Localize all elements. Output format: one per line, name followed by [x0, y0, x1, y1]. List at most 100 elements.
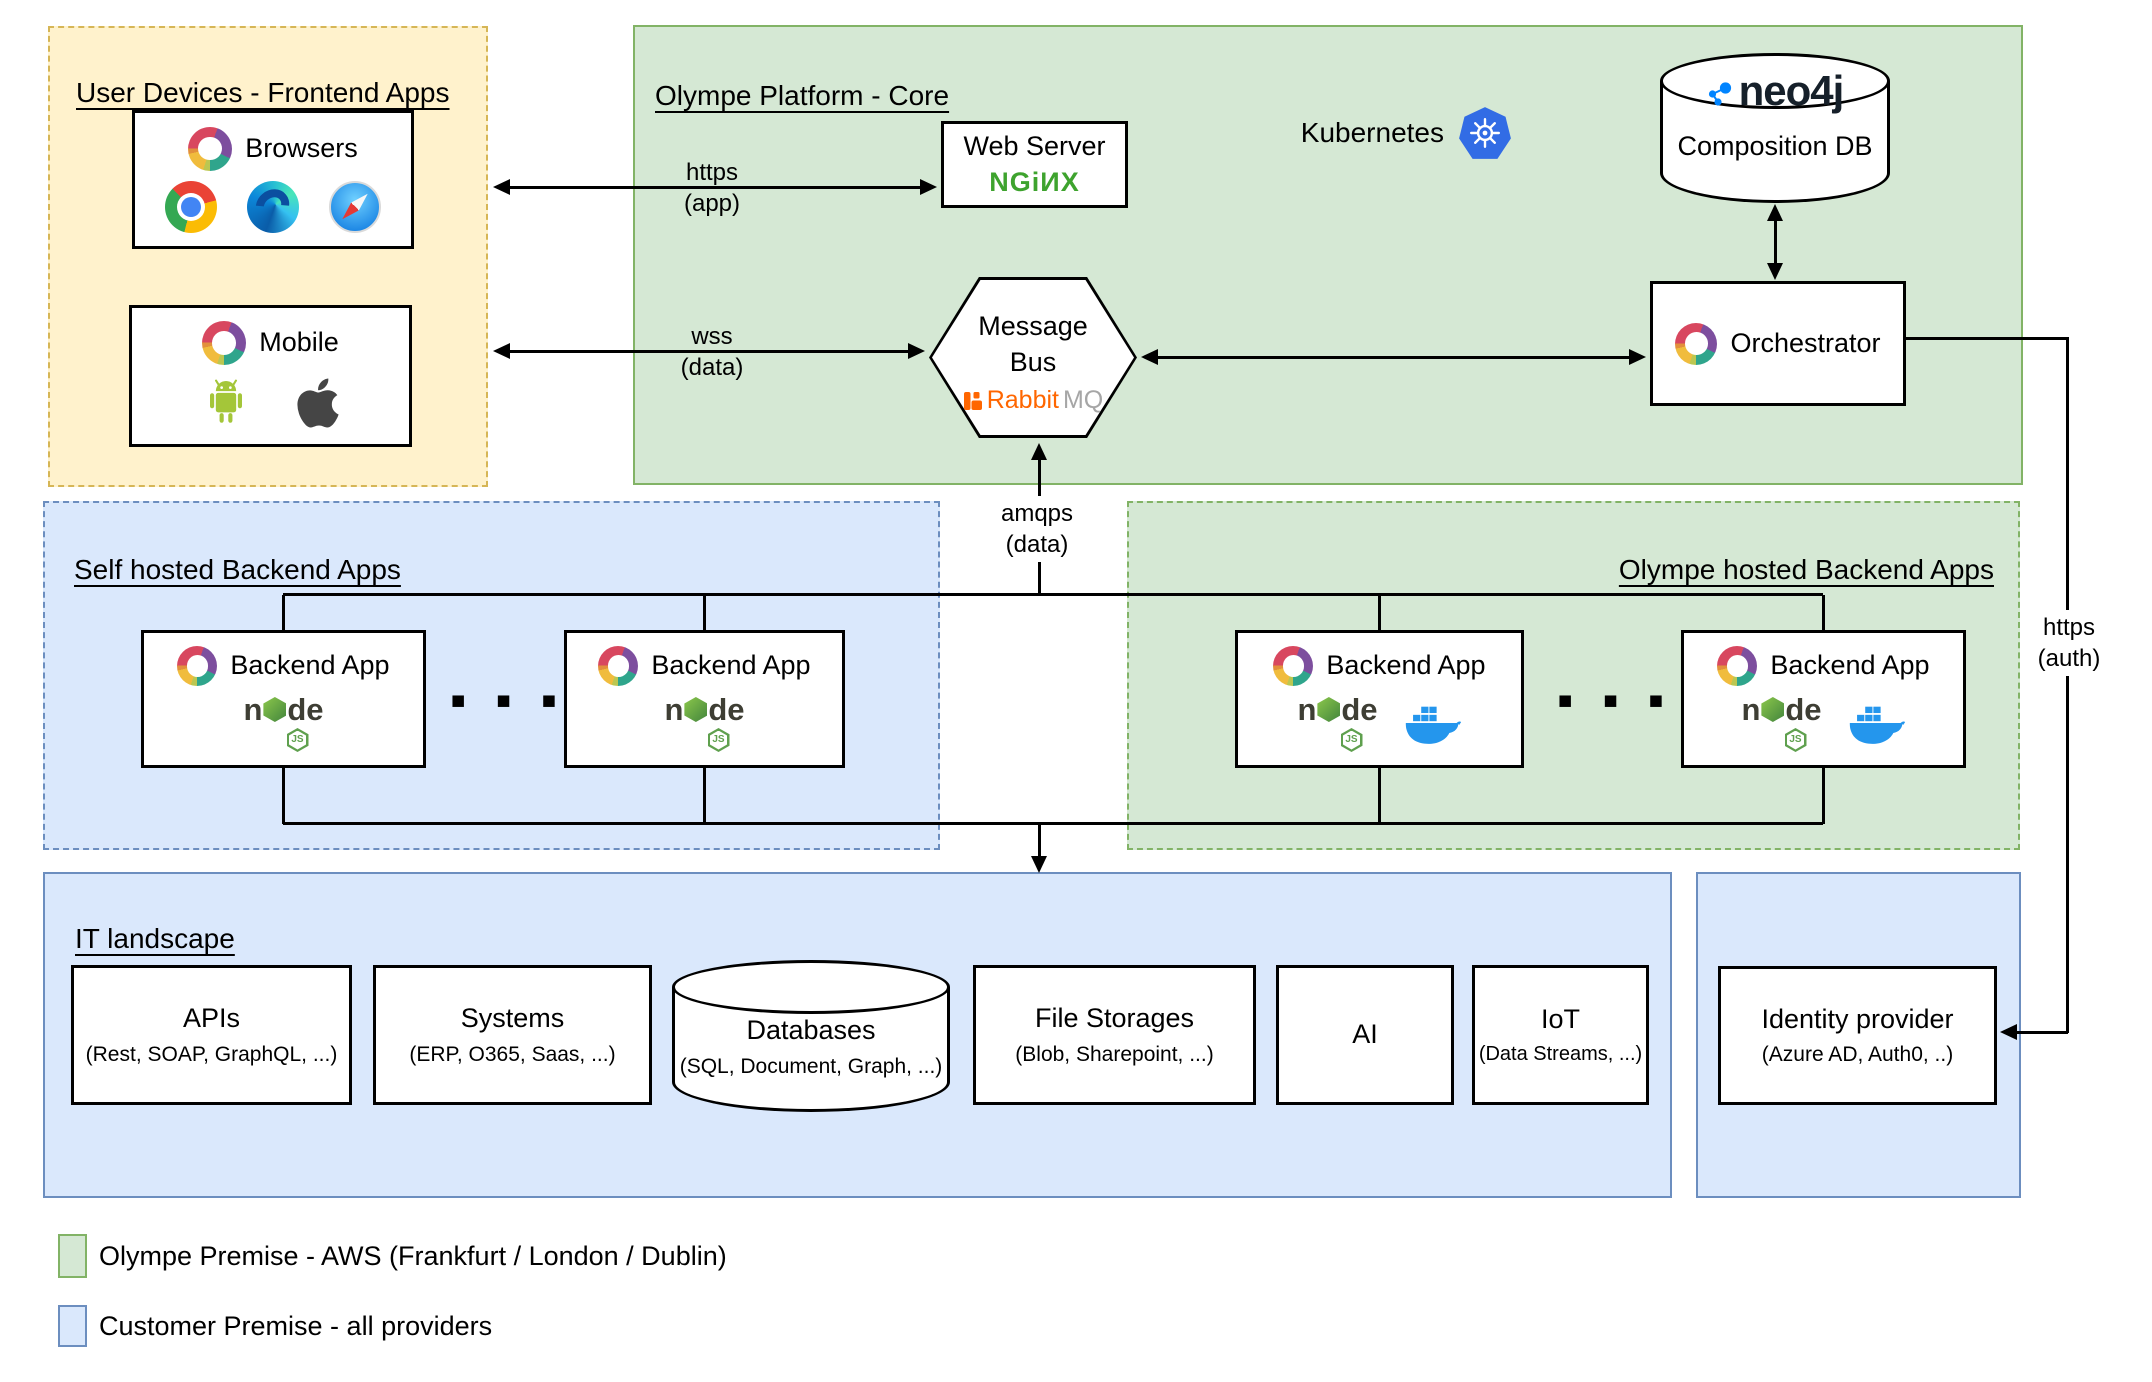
connector-stub [282, 768, 285, 824]
connector-stub [703, 595, 706, 630]
arrowhead-left [1141, 349, 1158, 365]
backend-app-label: Backend App [1770, 650, 1930, 681]
neo4j-wordmark: neo4j [1738, 67, 1845, 114]
browser-icons-row [165, 180, 381, 233]
orchestrator-label: Orchestrator [1730, 327, 1881, 358]
docker-icon [1849, 706, 1905, 744]
web-server-box: Web Server NGiИX [941, 121, 1128, 208]
mobile-label: Mobile [259, 327, 339, 358]
nodejs-js-badge: JS [286, 728, 309, 752]
arrowhead-right [908, 343, 925, 359]
ai-label: AI [1352, 1019, 1378, 1050]
chrome-icon [165, 180, 217, 233]
edge-line [2016, 1031, 2068, 1034]
arrowhead-left [493, 179, 510, 195]
connector-stub [282, 595, 285, 630]
browsers-header: Browsers [188, 126, 358, 171]
safari-icon [329, 180, 381, 233]
olympe-logo-icon [1717, 646, 1758, 686]
rabbitmq-icon [963, 391, 982, 410]
backend-app-label: Backend App [651, 650, 811, 681]
composition-db-cylinder: neo4j Composition DB [1660, 53, 1890, 203]
browsers-label: Browsers [245, 132, 358, 163]
edge-line [1158, 356, 1632, 359]
olympe-logo-icon [598, 646, 639, 686]
olympe-logo-icon [202, 321, 247, 365]
ai-box: AI [1276, 965, 1454, 1105]
edge-label-https-app: https (app) [683, 159, 741, 217]
backend-app-label: Backend App [1326, 650, 1486, 681]
nginx-logo: NGiИX [989, 167, 1080, 198]
systems-box: Systems (ERP, O365, Saas, ...) [373, 965, 652, 1105]
systems-label: Systems [460, 1003, 565, 1034]
edge-line [1774, 219, 1777, 265]
kubernetes-label: Kubernetes [1300, 117, 1444, 148]
apis-label: APIs [182, 1003, 241, 1034]
arrowhead-down [1031, 856, 1047, 873]
olympe-logo-icon [1675, 322, 1718, 365]
edge-label-wss-data: wss (data) [680, 323, 744, 381]
iot-box: IoT (Data Streams, ...) [1472, 965, 1649, 1105]
connector-stub [703, 768, 706, 824]
mobile-header: Mobile [202, 321, 339, 365]
composition-db-label: Composition DB [1677, 131, 1873, 161]
apple-icon [296, 378, 339, 428]
connector-line [283, 593, 1823, 596]
connector-stub [1822, 768, 1825, 824]
neo4j-graph-icon [1708, 82, 1731, 106]
nodejs-js-badge: JS [1784, 728, 1807, 752]
ellipsis: ■ ■ ■ [451, 691, 569, 709]
arrowhead-left [493, 343, 510, 359]
mobile-box: Mobile [129, 305, 412, 447]
edge-label-https-auth: https (auth) [2029, 610, 2109, 676]
connector-stub [1378, 595, 1381, 630]
legend-label-olympe: Olympe Premise - AWS (Frankfurt / London… [99, 1241, 727, 1271]
edge-line [509, 350, 911, 353]
arrowhead-left [2000, 1024, 2017, 1040]
ellipsis: ■ ■ ■ [1558, 691, 1676, 709]
connector-line [283, 822, 1823, 825]
user-devices-title: User Devices - Frontend Apps [76, 77, 450, 109]
docker-icon [1405, 706, 1461, 744]
olympe-logo-icon [177, 646, 218, 686]
olympe-logo-icon [188, 126, 233, 171]
neo4j-logo: neo4j [1707, 67, 1844, 119]
iot-label: IoT [1540, 1003, 1580, 1034]
connector-stub [1378, 768, 1381, 824]
edge-line [1906, 337, 2069, 340]
kubernetes-icon [1459, 107, 1511, 159]
backend-app-label: Backend App [230, 650, 390, 681]
platform-core-title: Olympe Platform - Core [655, 80, 950, 112]
identity-provider-sublabel: (Azure AD, Auth0, ..) [1761, 1043, 1954, 1067]
identity-provider-label: Identity provider [1761, 1003, 1954, 1034]
nodejs-hexagon-icon [684, 697, 708, 722]
edge-label-amqps-data: amqps (data) [992, 496, 1082, 562]
it-landscape-title: IT landscape [75, 923, 235, 955]
nodejs-js-badge: JS [707, 728, 730, 752]
compass-needle-icon [338, 190, 371, 223]
message-bus-label-1: Message [978, 311, 1088, 341]
connector-stub [1822, 595, 1825, 630]
edge-icon [247, 180, 299, 233]
databases-label: Databases [746, 1015, 876, 1046]
databases-sublabel: (SQL, Document, Graph, ...) [679, 1054, 943, 1078]
systems-sublabel: (ERP, O365, Saas, ...) [409, 1042, 616, 1066]
file-storages-label: File Storages [1034, 1003, 1195, 1034]
arrowhead-up [1031, 443, 1047, 460]
kubernetes-badge: Kubernetes [1301, 106, 1512, 160]
legend-swatch-customer [58, 1305, 87, 1347]
apis-box: APIs (Rest, SOAP, GraphQL, ...) [71, 965, 352, 1105]
arrowhead-right [920, 179, 937, 195]
databases-cylinder: Databases (SQL, Document, Graph, ...) [672, 960, 950, 1112]
iot-sublabel: (Data Streams, ...) [1478, 1043, 1643, 1066]
legend-swatch-olympe [58, 1234, 87, 1278]
